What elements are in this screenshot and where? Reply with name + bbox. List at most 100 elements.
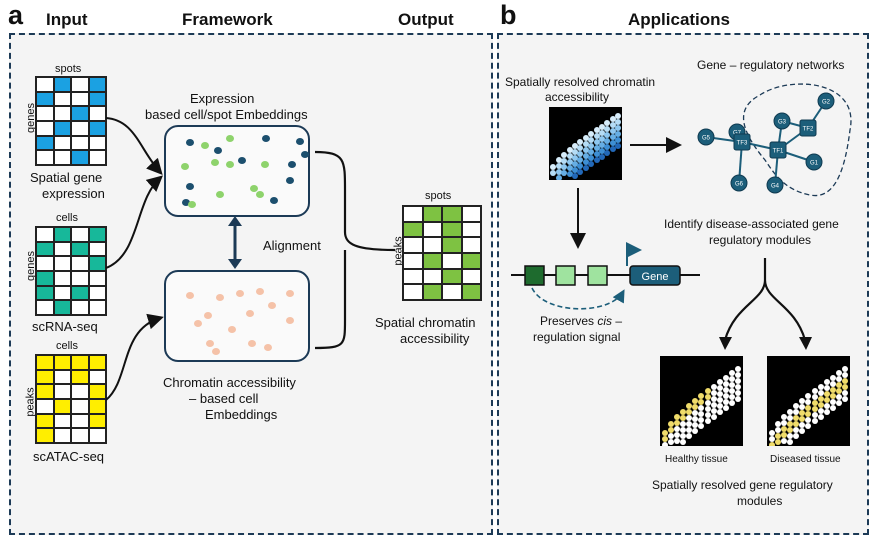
matrix-cell	[71, 428, 89, 443]
tissue-spot	[588, 130, 595, 137]
tissue-spot	[593, 127, 600, 134]
matrix-cell	[461, 237, 481, 253]
matrix-cell	[442, 206, 462, 222]
tissue-spot	[673, 426, 680, 433]
tissue-spot	[598, 123, 605, 130]
tissue-spot	[661, 441, 668, 446]
node-label: G3	[778, 120, 787, 126]
input-header: Input	[46, 10, 88, 29]
matrix-cell	[53, 300, 71, 315]
node-label: TF2	[803, 127, 814, 133]
tissue-spot	[793, 415, 800, 422]
tissue-spot	[710, 401, 717, 408]
tissue-spot	[698, 423, 705, 430]
tissue-spot	[704, 388, 711, 395]
spatial-expression-matrix	[35, 76, 107, 166]
tissue-spot	[842, 390, 849, 397]
tissue-spot	[566, 153, 573, 160]
tissue-spot	[836, 370, 843, 377]
tissue-spot	[572, 173, 579, 180]
tissue-spot	[829, 398, 836, 405]
embedding-top-title-line2: based cell/spot Embeddings	[145, 107, 308, 122]
tissue-spot	[561, 158, 568, 165]
embedding-dot	[286, 290, 294, 297]
input3-caption: scATAC-seq	[33, 449, 105, 464]
tissue-spot	[680, 408, 687, 415]
tissue-spot	[704, 412, 711, 419]
tissue-spot	[836, 400, 843, 407]
applications-header: Applications	[628, 10, 731, 29]
embedding-dot	[256, 288, 264, 295]
tissue-spot	[735, 366, 742, 373]
arrow-input3-to-embedding	[105, 313, 164, 401]
node-label: TF1	[773, 149, 784, 155]
embedding-dot	[268, 302, 276, 309]
tissue-spot	[572, 149, 579, 156]
tissue-spot	[609, 134, 616, 141]
embedding-dot	[186, 183, 194, 190]
matrix-cell	[53, 150, 71, 165]
tissue-spot	[692, 404, 699, 411]
embedding-bottom-caption-line3: Embeddings	[205, 407, 278, 422]
embedding-dot	[264, 344, 272, 351]
node-label: G1	[810, 161, 819, 167]
embedding-dot	[214, 147, 222, 154]
matrix-cell	[403, 237, 423, 253]
embedding-dot	[188, 201, 196, 208]
tissue-spot	[793, 433, 800, 440]
tss-arrow	[626, 242, 642, 266]
matrix-cell	[71, 91, 89, 107]
tissue-spot	[787, 414, 794, 421]
healthy-tissue-image	[660, 356, 743, 446]
matrix-cell	[88, 413, 106, 429]
tissue-spot	[582, 140, 589, 147]
embedding-dot	[216, 294, 224, 301]
matrix-cell	[53, 271, 71, 286]
matrix-cell	[71, 369, 89, 385]
tissue-spot	[722, 392, 729, 399]
matrix-cell	[442, 268, 462, 285]
tissue-spot	[704, 400, 711, 407]
tissue-spot	[768, 441, 775, 446]
healthy-tissue-label: Healthy tissue	[665, 454, 728, 465]
tissue-spot	[686, 403, 693, 410]
embedding-dot	[238, 157, 246, 164]
module-outline	[743, 83, 852, 197]
tissue-spot	[593, 133, 600, 140]
tissue-spot	[735, 372, 742, 379]
tissue-spot	[704, 418, 711, 425]
regulatory-block-2	[587, 265, 608, 286]
matrix-cell	[88, 399, 106, 414]
matrix-cell	[36, 355, 54, 370]
gene-label: Gene	[642, 271, 669, 283]
tissue-spot	[582, 164, 589, 171]
tissue-spot	[673, 414, 680, 421]
embedding-dot	[250, 185, 258, 192]
tissue-spot	[680, 432, 687, 439]
input1-top-label: spots	[55, 63, 82, 75]
embedding-dot	[181, 163, 189, 170]
matrix-cell	[403, 253, 423, 269]
tissue-spot	[582, 158, 589, 165]
tissue-spot	[686, 433, 693, 440]
tissue-spot	[805, 393, 812, 400]
tissue-spot	[615, 118, 622, 125]
matrix-cell	[422, 206, 442, 222]
source-caption-line2: accessibility	[545, 90, 610, 104]
tissue-spot	[729, 400, 736, 407]
matrix-cell	[71, 285, 89, 301]
tissue-spot	[817, 413, 824, 420]
tissue-spot	[774, 438, 781, 445]
matrix-cell	[422, 268, 442, 285]
matrix-cell	[36, 77, 54, 92]
tissue-spot	[836, 394, 843, 401]
matrix-cell	[88, 384, 106, 399]
embedding-dot	[228, 326, 236, 333]
matrix-cell	[36, 106, 54, 121]
tissue-spot	[768, 429, 775, 436]
tissue-spot	[811, 418, 818, 425]
tissue-spot	[805, 411, 812, 418]
matrix-cell	[53, 428, 71, 443]
tissue-spot	[609, 146, 616, 153]
tissue-spot	[598, 153, 605, 160]
